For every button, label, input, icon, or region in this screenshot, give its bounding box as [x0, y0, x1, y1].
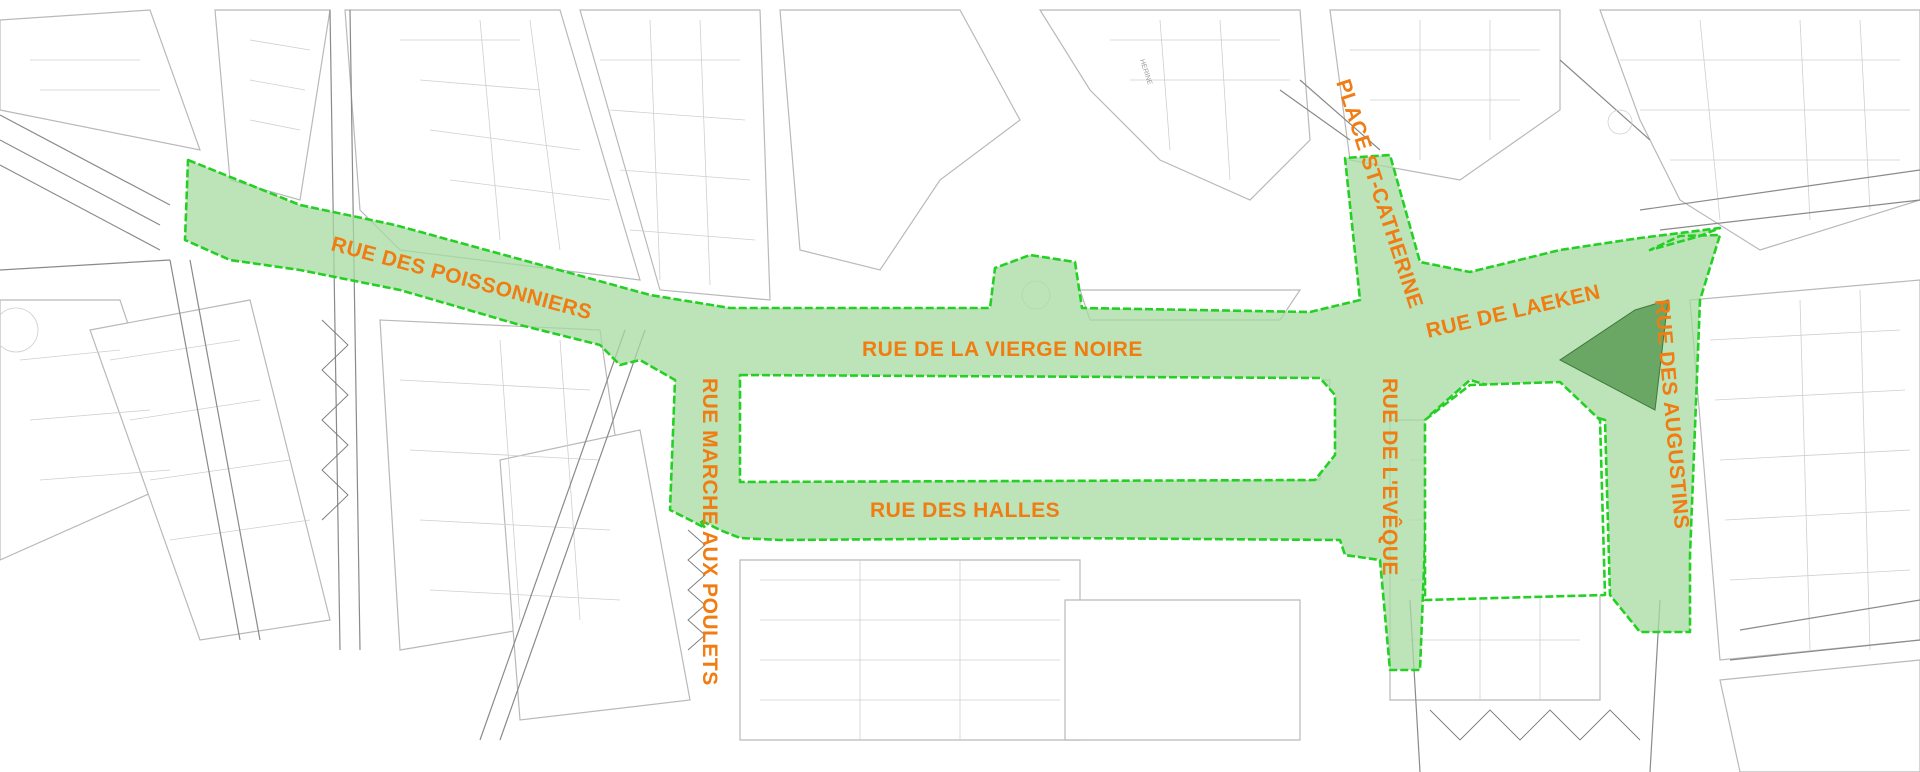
hatched-lane: [321, 319, 1641, 741]
street-label-rue-de-la-vierge-noire: RUE DE LA VIERGE NOIRE: [862, 338, 1143, 361]
plaza-triangle: [1559, 299, 1669, 411]
zone-inner-block-east: [1423, 380, 1607, 602]
street-label-rue-de-l-eveque: RUE DE L'EVÊQUE: [1378, 378, 1402, 576]
project-zone: [183, 153, 1722, 672]
street-label-rue-des-halles: RUE DES HALLES: [870, 499, 1060, 522]
base-plan: HERINE: [0, 9, 1920, 772]
street-label-rue-marche-aux-poulets: RUE MARCHE AUX POULETS: [698, 378, 721, 686]
zone-inner-block: [738, 373, 1337, 484]
